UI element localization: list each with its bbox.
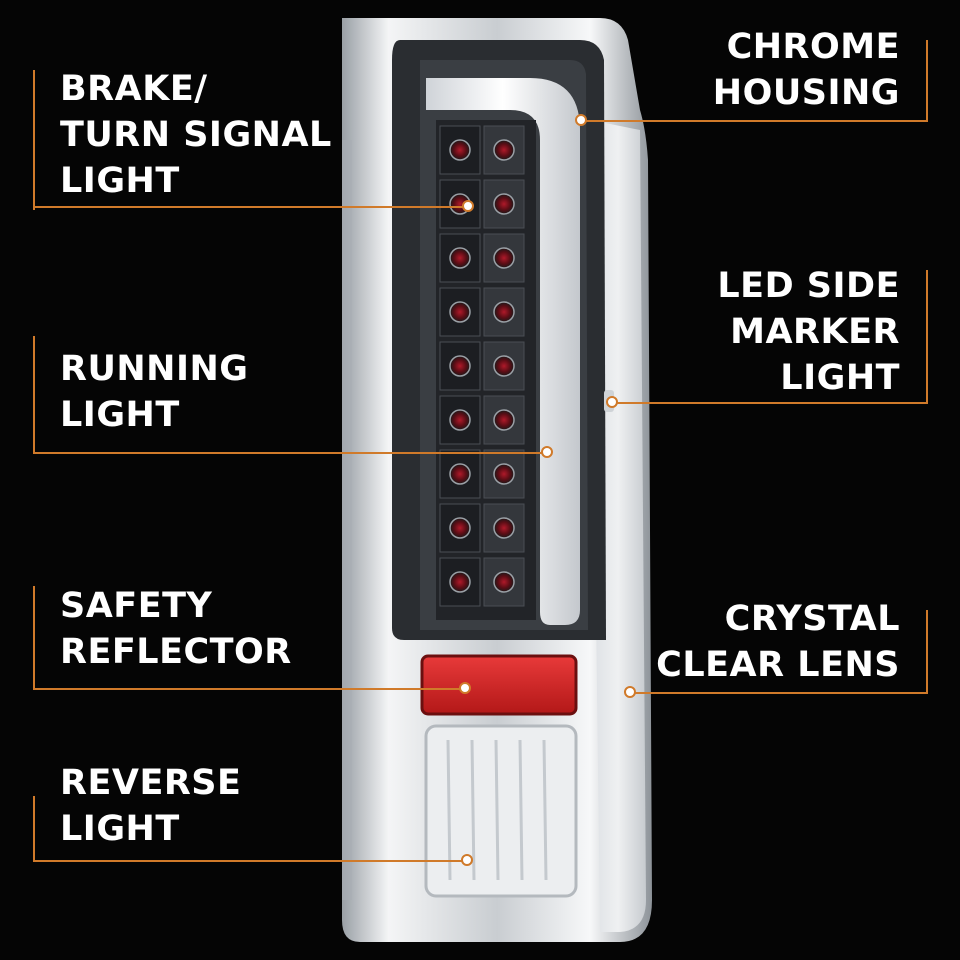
leader-running-vertical — [33, 336, 35, 454]
led-bulb — [493, 193, 515, 215]
led-bulb — [449, 139, 471, 161]
led-bulb — [449, 247, 471, 269]
led-cell — [483, 395, 525, 445]
callout-brake-line-1: BRAKE/ — [60, 69, 208, 109]
callout-safety-reflector: SAFETY REFLECTOR — [60, 583, 292, 675]
led-bulb — [449, 409, 471, 431]
led-bulb — [449, 517, 471, 539]
callout-reverse-light: REVERSE LIGHT — [60, 760, 241, 852]
leader-lens-vertical — [926, 610, 928, 694]
led-bulb — [493, 355, 515, 377]
leader-reverse-dot — [461, 854, 473, 866]
led-bulb — [493, 409, 515, 431]
leader-marker-dot — [606, 396, 618, 408]
safety-reflector-red — [420, 654, 578, 716]
callout-marker-line-3: LIGHT — [780, 358, 900, 398]
reverse-light-lens — [424, 724, 578, 898]
leader-chrome-dot — [575, 114, 587, 126]
led-bulb — [493, 247, 515, 269]
led-grid — [439, 125, 525, 607]
leader-reflector-horizontal — [33, 688, 463, 690]
leader-reverse-vertical — [33, 796, 35, 862]
leader-reverse-horizontal — [33, 860, 465, 862]
led-bulb — [493, 463, 515, 485]
leader-reflector-dot — [459, 682, 471, 694]
callout-brake-line-2: TURN SIGNAL — [60, 115, 332, 155]
callout-marker-line-1: LED SIDE — [717, 266, 900, 306]
leader-marker-horizontal — [612, 402, 928, 404]
callout-reverse-line-1: REVERSE — [60, 763, 242, 803]
led-bulb — [493, 139, 515, 161]
callout-brake-turn: BRAKE/ TURN SIGNAL LIGHT — [60, 66, 332, 204]
led-bulb — [493, 517, 515, 539]
leader-chrome-horizontal — [582, 120, 928, 122]
callout-reflector-line-2: REFLECTOR — [60, 632, 292, 672]
callout-led-side-marker: LED SIDE MARKER LIGHT — [717, 263, 900, 401]
callout-running-line-1: RUNNING — [60, 349, 249, 389]
leader-brake-horizontal — [33, 206, 465, 208]
callout-chrome-line-2: HOUSING — [712, 73, 900, 113]
leader-lens-dot — [624, 686, 636, 698]
leader-running-dot — [541, 446, 553, 458]
callout-running-line-2: LIGHT — [60, 395, 180, 435]
callout-chrome-housing: CHROME HOUSING — [713, 24, 900, 116]
leader-running-horizontal — [33, 452, 545, 454]
callout-chrome-line-1: CHROME — [726, 27, 900, 67]
callout-crystal-clear-lens: CRYSTAL CLEAR LENS — [656, 596, 900, 688]
leader-reflector-vertical — [33, 586, 35, 690]
led-bulb — [493, 571, 515, 593]
led-bulb — [449, 301, 471, 323]
led-bulb — [449, 571, 471, 593]
led-bulb — [449, 355, 471, 377]
led-bulb — [449, 463, 471, 485]
led-bulb — [493, 301, 515, 323]
leader-brake-vertical — [33, 70, 35, 210]
leader-marker-vertical — [926, 270, 928, 404]
callout-reflector-line-1: SAFETY — [60, 586, 213, 626]
callout-reverse-line-2: LIGHT — [60, 809, 180, 849]
callout-lens-line-1: CRYSTAL — [724, 599, 900, 639]
leader-brake-dot — [462, 200, 474, 212]
callout-brake-line-3: LIGHT — [60, 161, 180, 201]
leader-chrome-vertical — [926, 40, 928, 122]
callout-running-light: RUNNING LIGHT — [60, 346, 249, 438]
callout-marker-line-2: MARKER — [730, 312, 900, 352]
running-light-bar — [426, 78, 580, 625]
callout-lens-line-2: CLEAR LENS — [656, 645, 900, 685]
leader-lens-horizontal — [630, 692, 928, 694]
